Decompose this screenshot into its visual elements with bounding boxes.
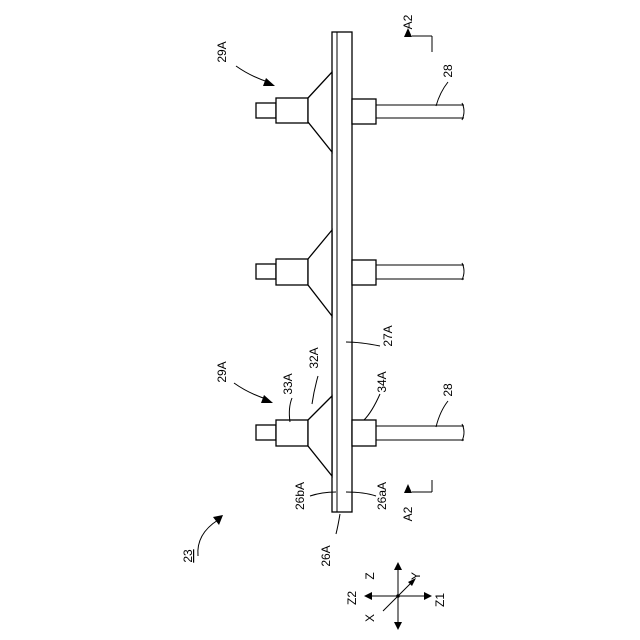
label-26bA: 26bA [293,482,307,510]
section-label-top: A2 [401,14,415,29]
label-28-bottom: 28 [441,383,455,397]
label-29A-bottom: 29A [215,361,229,382]
section-label-bottom: A2 [401,506,415,521]
label-29A-top: 29A [215,41,229,62]
label-34A: 34A [375,371,389,392]
axis-label-y: Y [409,572,423,580]
label-33A: 33A [281,373,295,394]
label-26aA: 26aA [375,482,389,510]
label-27A: 27A [381,325,395,346]
label-26A: 26A [319,545,333,566]
pin-assembly-middle [256,230,464,316]
section-marker-bottom [404,480,432,493]
axis-label-z: Z [363,572,377,579]
plate-26A [332,32,352,512]
label-32A: 32A [307,347,321,368]
section-marker-top [404,28,432,52]
label-28-top: 28 [441,64,455,78]
axis-label-x: X [363,614,377,622]
axis-label-z2: Z2 [345,591,359,605]
pin-assembly-bottom [256,396,464,476]
label-23: 23 [181,549,195,563]
axis-label-z1: Z1 [433,593,447,607]
pin-assembly-top [256,72,464,152]
